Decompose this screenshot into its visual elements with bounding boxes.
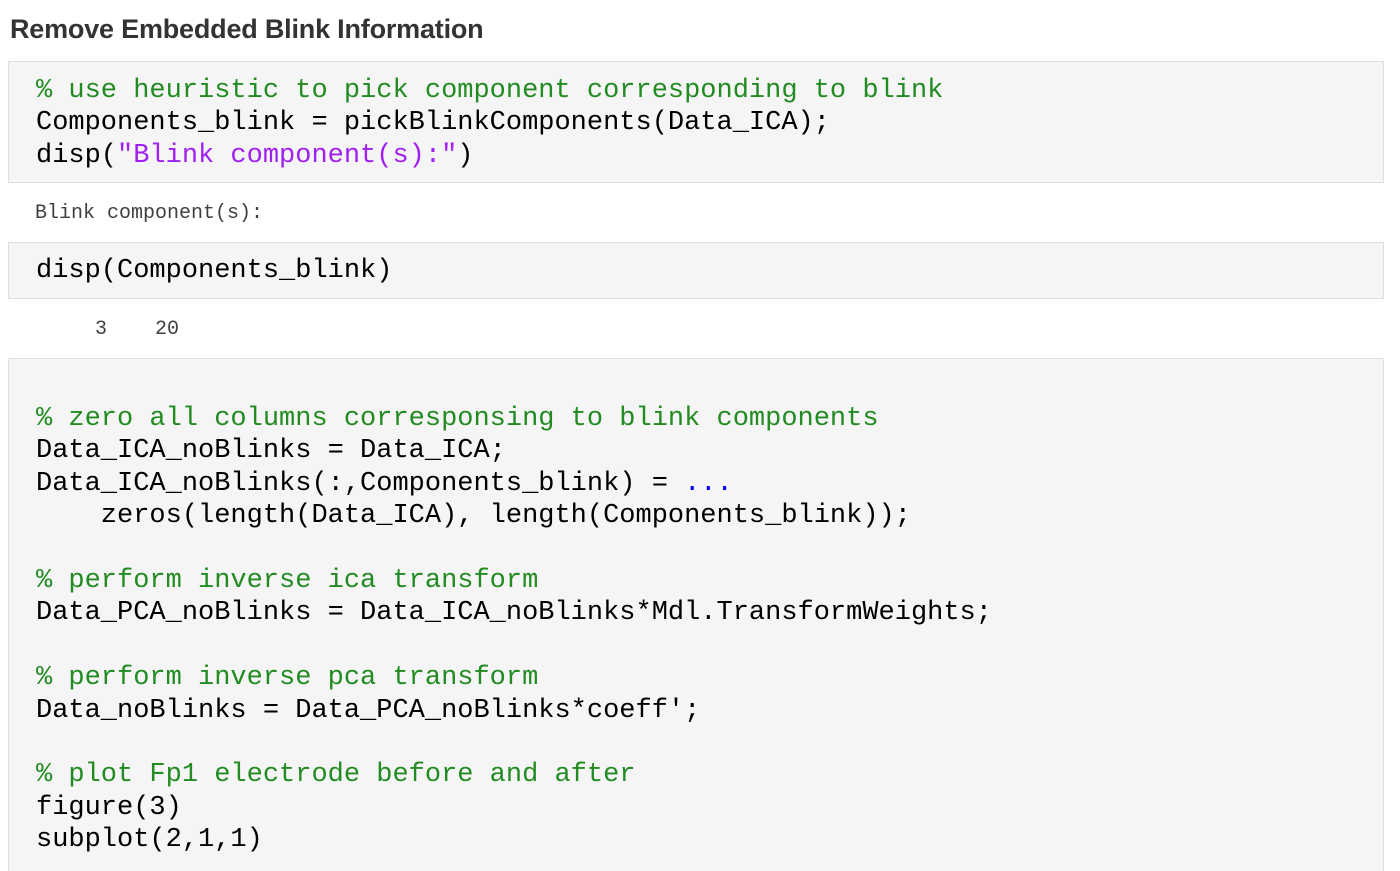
code-line: Data_ICA_noBlinks(:,Components_blink) = (36, 468, 685, 499)
code-block: % zero all columns corresponsing to blin… (36, 403, 992, 857)
code-line: Data_PCA_noBlinks = Data_ICA_noBlinks*Md… (36, 598, 992, 629)
code-cell-pick-components[interactable]: % use heuristic to pick component corres… (8, 61, 1384, 183)
code-line: Data_noBlinks = Data_PCA_noBlinks*coeff'… (36, 695, 701, 726)
code-cell-remove-blinks[interactable]: % zero all columns corresponsing to blin… (8, 358, 1384, 871)
cell-output: 3 20 (35, 318, 180, 341)
code-comment: % use heuristic to pick component corres… (36, 76, 944, 106)
code-comment: % perform inverse ica transform (36, 566, 539, 597)
code-block: disp(Components_blink) (36, 255, 392, 287)
code-line: figure(3) (36, 792, 182, 823)
code-line: disp(Components_blink) (36, 256, 393, 286)
code-line-pre: disp( (36, 140, 118, 171)
section-title: Remove Embedded Blink Information (10, 14, 484, 44)
code-block: % use heuristic to pick component corres… (36, 75, 943, 172)
code-comment: % perform inverse pca transform (36, 663, 539, 694)
cell-output: Blink component(s): (35, 202, 264, 225)
code-cell-disp-components[interactable]: disp(Components_blink) (8, 242, 1384, 299)
code-comment: % plot Fp1 electrode before and after (36, 760, 636, 791)
code-line: zeros(length(Data_ICA), length(Component… (36, 501, 911, 532)
code-comment: % zero all columns corresponsing to blin… (36, 404, 879, 434)
code-line-post: ) (457, 140, 474, 171)
code-line: subplot(2,1,1) (36, 825, 263, 856)
line-continuation: ... (684, 468, 733, 499)
code-line: Components_blink = pickBlinkComponents(D… (36, 108, 830, 139)
code-string: "Blink component(s):" (117, 140, 458, 171)
code-line: Data_ICA_noBlinks = Data_ICA; (36, 436, 506, 467)
